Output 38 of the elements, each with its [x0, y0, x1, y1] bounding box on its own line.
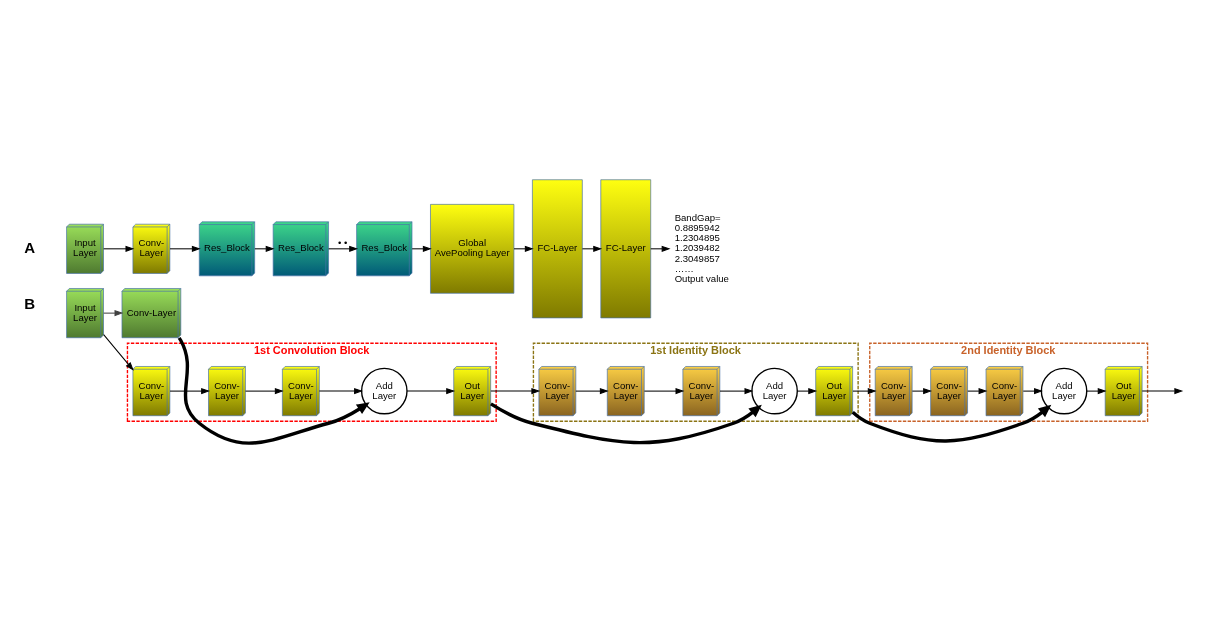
arrow — [650, 245, 671, 252]
arrow — [177, 336, 370, 445]
node-circle: Add Layer — [1040, 367, 1088, 414]
arrow — [411, 245, 432, 252]
node-circle: Add Layer — [751, 367, 798, 414]
arrow — [169, 245, 201, 252]
arrow — [1022, 387, 1043, 394]
arrow — [1141, 387, 1184, 394]
arrow — [967, 387, 988, 394]
arrow — [490, 387, 541, 394]
arrow — [490, 401, 762, 444]
arrow — [581, 245, 603, 252]
arrow — [796, 387, 818, 394]
node-circle: Add Layer — [360, 367, 408, 414]
arrow — [103, 333, 134, 371]
arrow — [328, 245, 359, 252]
arrow — [1086, 387, 1107, 394]
arrow — [851, 404, 1052, 443]
node-box: FC-Layer — [600, 178, 652, 318]
arrow — [169, 387, 211, 394]
label: A — [24, 238, 36, 256]
arrow — [245, 387, 284, 394]
arrow — [575, 387, 609, 394]
edge-label: • • — [337, 236, 348, 248]
arrow — [318, 387, 363, 394]
node-text: BandGap= 0.8895942 1.2304895 1.2039482 2.3049857 …… Output value — [674, 211, 729, 284]
arrow — [513, 245, 534, 252]
label: B — [24, 294, 36, 312]
arrow — [643, 387, 685, 394]
arrow — [852, 387, 877, 394]
arrow — [406, 387, 456, 394]
arrow — [719, 387, 754, 394]
node-box: Global AvePooling Layer — [430, 203, 515, 294]
arrow — [103, 309, 124, 316]
node-box: FC-Layer — [532, 178, 583, 318]
arrow — [911, 387, 933, 394]
arrow — [103, 245, 135, 252]
arrow — [254, 245, 275, 252]
